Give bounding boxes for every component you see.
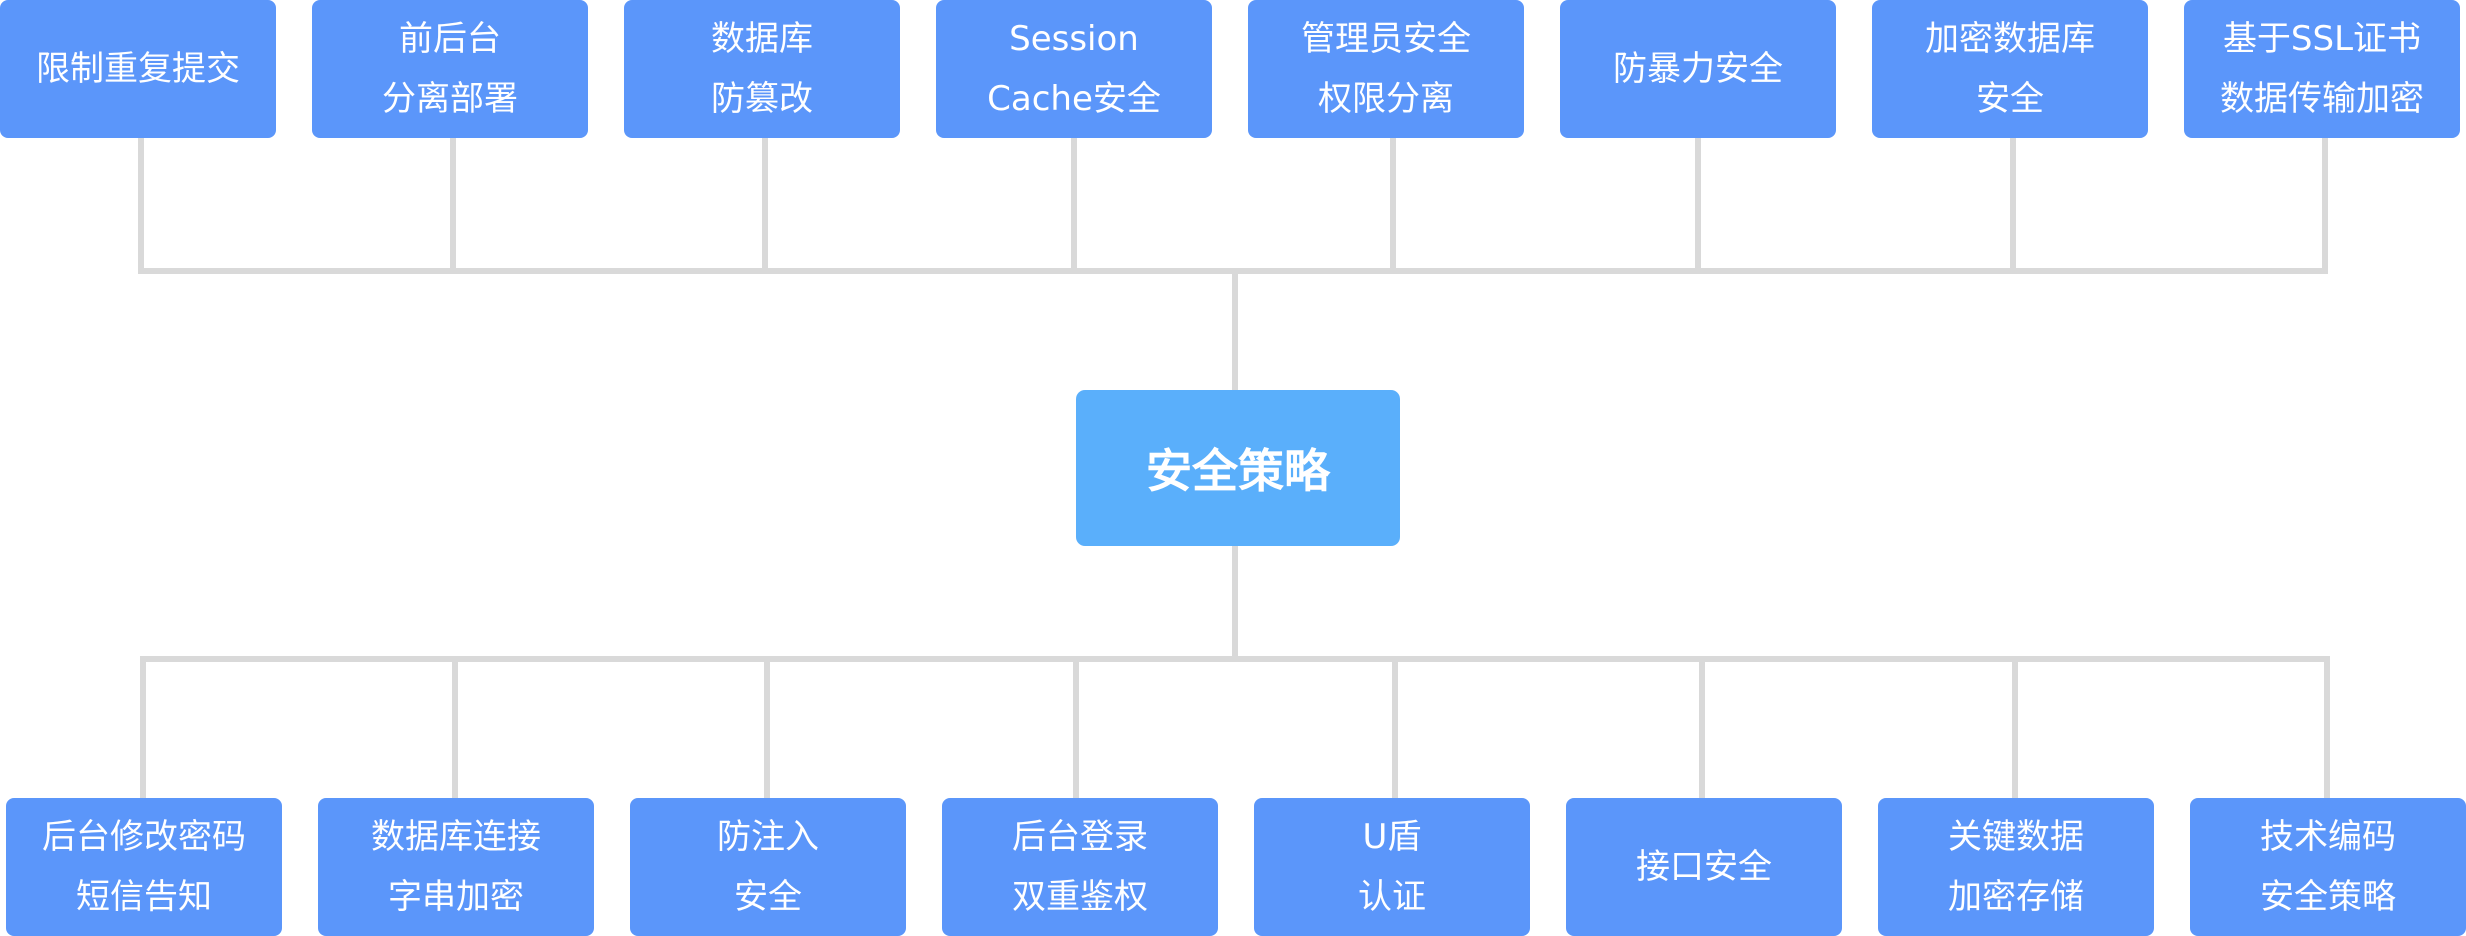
bottom-node-4: 后台登录 双重鉴权 bbox=[942, 798, 1218, 936]
bottom-node-2: 数据库连接 字串加密 bbox=[318, 798, 594, 936]
bottom-node-4-line-2: 双重鉴权 bbox=[1012, 877, 1148, 917]
bottom-node-2-line-1: 数据库连接 bbox=[371, 817, 541, 857]
top-node-1-line-1: 限制重复提交 bbox=[36, 49, 240, 89]
top-node-5-line-2: 权限分离 bbox=[1318, 79, 1454, 119]
top-node-4-line-2: Cache安全 bbox=[987, 79, 1161, 119]
center-node: 安全策略 bbox=[1076, 390, 1400, 546]
bottom-node-3-line-2: 安全 bbox=[734, 877, 802, 917]
bottom-node-3-line-1: 防注入 bbox=[717, 817, 819, 857]
bottom-node-5: U盾 认证 bbox=[1254, 798, 1530, 936]
top-node-7-line-1: 加密数据库 bbox=[1925, 19, 2095, 59]
bottom-node-1: 后台修改密码 短信告知 bbox=[6, 798, 282, 936]
top-node-4: Session Cache安全 bbox=[936, 0, 1212, 138]
bottom-node-3: 防注入 安全 bbox=[630, 798, 906, 936]
top-node-3: 数据库 防篡改 bbox=[624, 0, 900, 138]
bottom-node-1-line-1: 后台修改密码 bbox=[42, 817, 246, 857]
bottom-node-5-line-2: 认证 bbox=[1358, 877, 1426, 917]
bottom-node-7-line-1: 关键数据 bbox=[1948, 817, 2084, 857]
top-node-8-line-2: 数据传输加密 bbox=[2220, 79, 2424, 119]
bottom-node-6: 接口安全 bbox=[1566, 798, 1842, 936]
top-node-7-line-2: 安全 bbox=[1976, 79, 2044, 119]
top-node-7: 加密数据库 安全 bbox=[1872, 0, 2148, 138]
top-node-6-line-1: 防暴力安全 bbox=[1613, 49, 1783, 89]
top-node-2-line-1: 前后台 bbox=[399, 19, 501, 59]
top-node-2-line-2: 分离部署 bbox=[382, 79, 518, 119]
top-node-8: 基于SSL证书 数据传输加密 bbox=[2184, 0, 2460, 138]
top-node-1: 限制重复提交 bbox=[0, 0, 276, 138]
top-node-4-line-1: Session bbox=[1009, 19, 1139, 59]
bottom-node-7: 关键数据 加密存储 bbox=[1878, 798, 2154, 936]
top-node-2: 前后台 分离部署 bbox=[312, 0, 588, 138]
top-node-5-line-1: 管理员安全 bbox=[1301, 19, 1471, 59]
bottom-node-2-line-2: 字串加密 bbox=[388, 877, 524, 917]
center-node-label: 安全策略 bbox=[1146, 444, 1330, 498]
bottom-node-6-line-1: 接口安全 bbox=[1636, 847, 1772, 887]
bottom-node-8-line-2: 安全策略 bbox=[2260, 877, 2396, 917]
top-node-8-line-1: 基于SSL证书 bbox=[2222, 19, 2422, 59]
bottom-node-1-line-2: 短信告知 bbox=[76, 877, 212, 917]
top-node-3-line-2: 防篡改 bbox=[711, 79, 813, 119]
top-node-5: 管理员安全 权限分离 bbox=[1248, 0, 1524, 138]
top-node-6: 防暴力安全 bbox=[1560, 0, 1836, 138]
bottom-node-4-line-1: 后台登录 bbox=[1012, 817, 1148, 857]
bottom-node-5-line-1: U盾 bbox=[1362, 817, 1422, 857]
top-node-3-line-1: 数据库 bbox=[711, 19, 813, 59]
bottom-node-8-line-1: 技术编码 bbox=[2260, 817, 2396, 857]
bottom-node-8: 技术编码 安全策略 bbox=[2190, 798, 2466, 936]
bottom-node-7-line-2: 加密存储 bbox=[1948, 877, 2084, 917]
